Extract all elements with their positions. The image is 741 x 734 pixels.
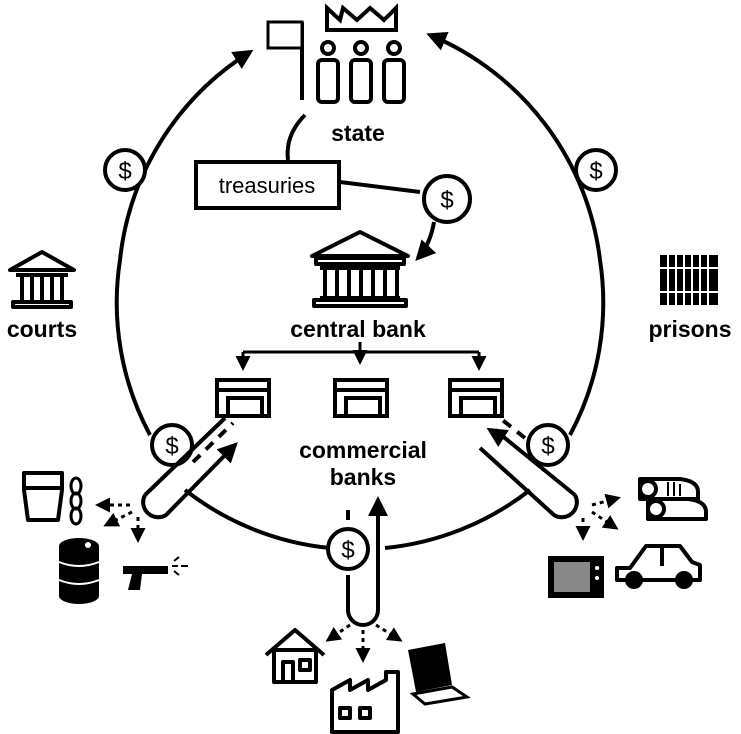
money-to-central-bank-arrow (415, 221, 437, 261)
people-icon (316, 40, 406, 104)
commercial-label-1: commercial (299, 437, 427, 463)
svg-text:$: $ (541, 433, 554, 460)
treasuries-label: treasuries (219, 173, 316, 198)
central-bank-distribution (235, 342, 487, 371)
left-loop-arrow (141, 416, 235, 520)
dollar-coin-left-bottom: $ (150, 423, 194, 467)
svg-text:$: $ (165, 433, 178, 460)
gun-icon (123, 556, 188, 590)
crown-icon (325, 3, 398, 32)
state-group: state (266, 3, 406, 146)
courts-label: courts (7, 316, 77, 342)
central-bank-label: central bank (290, 316, 426, 342)
state-to-treasuries-line (285, 113, 307, 161)
bank-building-icon (310, 230, 410, 308)
spending-arrows (95, 493, 621, 663)
bucket-icon (22, 471, 64, 522)
svg-text:$: $ (118, 158, 131, 185)
dollar-coin-bottom: $ (326, 527, 370, 571)
commercial-label-2: banks (330, 464, 396, 490)
right-arc (426, 31, 606, 436)
laptop-icon (408, 643, 471, 706)
car-icon (615, 544, 702, 589)
factory-icon (330, 670, 400, 734)
svg-text:$: $ (440, 187, 453, 214)
left-dashed-link (191, 421, 235, 464)
dollar-coin-right-top: $ (574, 148, 618, 192)
circulation-ring (114, 31, 606, 550)
credit-loops (141, 416, 579, 627)
television-icon (548, 556, 604, 598)
left-arc (114, 49, 254, 436)
oil-barrel-icon (58, 538, 100, 604)
bottom-left-arc (183, 488, 331, 550)
flag-icon (266, 20, 304, 100)
house-icon (264, 628, 326, 684)
treasuries-box: treasuries (194, 160, 341, 210)
dollar-coin-left-top: $ (103, 148, 147, 192)
chain-icon (69, 476, 83, 526)
svg-text:$: $ (589, 158, 602, 185)
dollar-coin-right-bottom: $ (526, 423, 570, 467)
prisons-label: prisons (648, 316, 731, 342)
dollar-coins: $ $ $ $ $ $ (103, 148, 618, 571)
prison-icon (660, 255, 718, 305)
bottom-right-arc (384, 488, 532, 550)
dollar-coin-treasuries: $ (422, 174, 472, 224)
state-label: state (331, 120, 385, 146)
svg-text:$: $ (341, 537, 354, 564)
shoes-icon (638, 477, 708, 521)
right-dashed-link (498, 416, 527, 440)
commercial-bank-icon (215, 378, 504, 418)
treasuries-connector (339, 180, 421, 194)
courthouse-icon (8, 250, 76, 309)
bottom-loop-arrow (346, 496, 388, 627)
